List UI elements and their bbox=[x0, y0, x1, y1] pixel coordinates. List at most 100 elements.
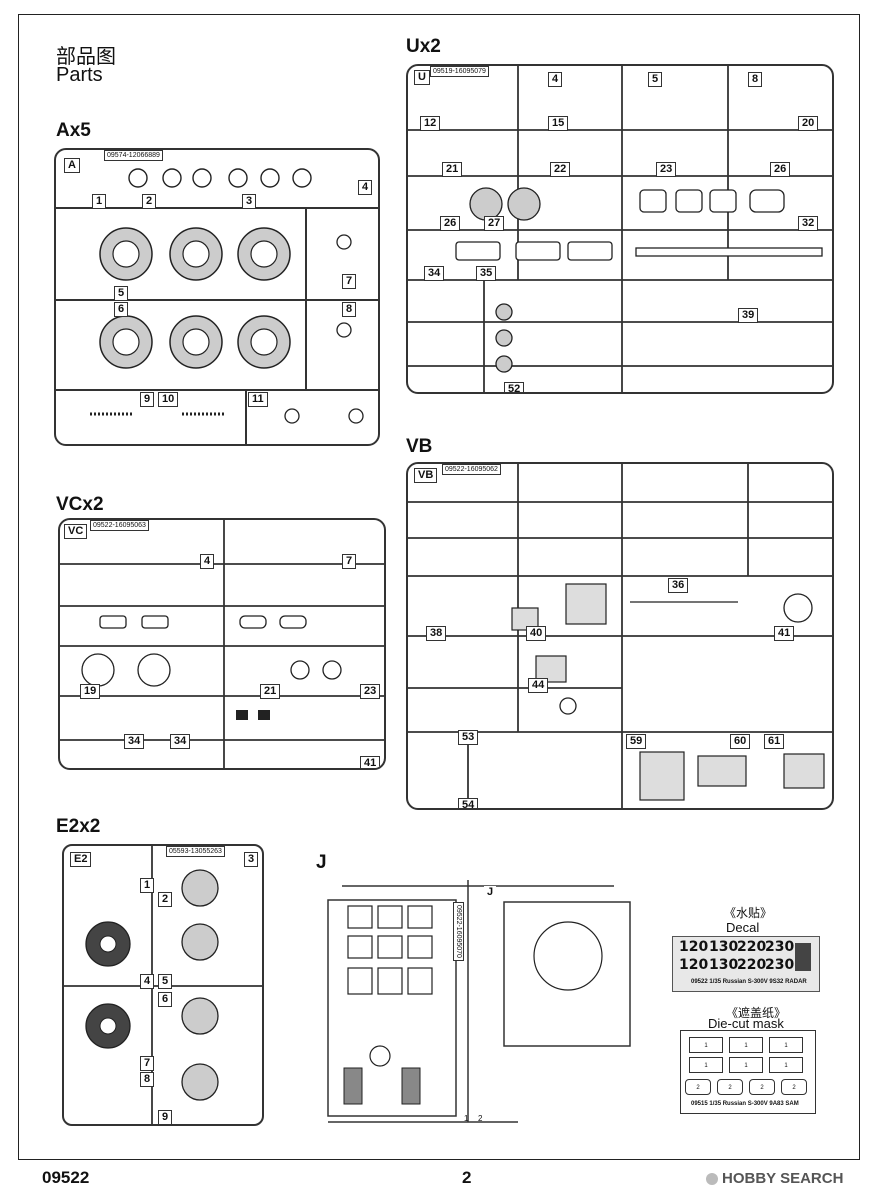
sprue-j-drawing bbox=[327, 880, 631, 1123]
mask-sheet: 1 1 1 1 1 1 2 2 2 2 09515 1/35 Russian S… bbox=[680, 1030, 816, 1114]
part-label: 8 bbox=[342, 302, 357, 317]
sprue-vb-code: 09522-16095062 bbox=[442, 464, 501, 475]
sprue-vc-drawing bbox=[60, 520, 384, 768]
part-label: 7 bbox=[140, 1056, 155, 1071]
mask-cell: 1 bbox=[729, 1037, 763, 1053]
section-title-u: Ux2 bbox=[406, 36, 441, 57]
decal-number: 120 bbox=[679, 957, 709, 973]
mask-cell: 1 bbox=[689, 1037, 723, 1053]
part-label: 20 bbox=[798, 116, 819, 131]
part-label: 1 bbox=[92, 194, 107, 209]
mask-title-cn: 《遮盖纸》 bbox=[726, 1006, 787, 1020]
part-label: 5 bbox=[648, 72, 663, 87]
part-label: 38 bbox=[426, 626, 447, 641]
sprue-vb-tag: VB bbox=[414, 468, 438, 483]
part-label: 26 bbox=[770, 162, 791, 177]
part-label: 2 bbox=[478, 1114, 483, 1123]
sprue-e2: E2 05593-13055263 1 2 3 4 5 6 7 8 9 bbox=[62, 844, 264, 1126]
part-label: 21 bbox=[442, 162, 463, 177]
part-label: 5 bbox=[114, 286, 129, 301]
part-label: 34 bbox=[124, 734, 145, 749]
part-label: 23 bbox=[360, 684, 381, 699]
part-label: 1 bbox=[140, 878, 155, 893]
part-label: 23 bbox=[656, 162, 677, 177]
part-label: 34 bbox=[170, 734, 191, 749]
mask-cell: 1 bbox=[769, 1057, 803, 1073]
part-label: 4 bbox=[140, 974, 155, 989]
sprue-vb: VB 09522-16095062 38 40 36 41 44 53 54 5… bbox=[406, 462, 834, 810]
part-label: 36 bbox=[668, 578, 689, 593]
part-label: 52 bbox=[504, 382, 525, 392]
part-label: 4 bbox=[200, 554, 215, 569]
product-code: 09522 bbox=[42, 1168, 90, 1187]
sprue-u-drawing bbox=[408, 66, 832, 392]
sprue-a: A 09574-12066889 1 2 3 4 5 6 7 8 9 10 11 bbox=[54, 148, 380, 446]
decal-number: 130 bbox=[709, 939, 739, 955]
section-title-vb: VB bbox=[406, 436, 433, 457]
part-label: 3 bbox=[242, 194, 257, 209]
part-label: 12 bbox=[420, 116, 441, 131]
hobbysearch-logo-icon bbox=[706, 1172, 718, 1185]
sprue-vc: VC 09522-16095063 4 7 19 21 23 34 34 41 bbox=[58, 518, 386, 770]
part-label: 5 bbox=[158, 974, 173, 989]
decal-sheet: 120 130 220 230 120 130 220 230 09522 1/… bbox=[672, 936, 820, 992]
sprue-vc-code: 09522-16095063 bbox=[90, 520, 149, 531]
part-label: 39 bbox=[738, 308, 759, 323]
sprue-j-code: 09522-16095070 bbox=[453, 902, 464, 961]
part-label: 44 bbox=[528, 678, 549, 693]
decal-number: 130 bbox=[709, 957, 739, 973]
part-label: 41 bbox=[774, 626, 795, 641]
title-english: Parts bbox=[56, 64, 103, 86]
part-label: 32 bbox=[798, 216, 819, 231]
mask-title-en: Die-cut mask bbox=[708, 1016, 784, 1031]
part-label: 35 bbox=[476, 266, 497, 281]
sprue-e2-tag: E2 bbox=[70, 852, 92, 867]
section-title-vc: VCx2 bbox=[56, 494, 104, 515]
part-label: 10 bbox=[158, 392, 179, 407]
part-label: 59 bbox=[626, 734, 647, 749]
mask-cell: 2 bbox=[749, 1079, 775, 1095]
mask-cell: 1 bbox=[689, 1057, 723, 1073]
part-label: 40 bbox=[526, 626, 547, 641]
sprue-a-drawing bbox=[56, 168, 378, 444]
part-label: 9 bbox=[158, 1110, 173, 1124]
watermark: HOBBY SEARCH bbox=[706, 1170, 843, 1187]
section-title-j: J bbox=[316, 852, 327, 873]
part-label: 22 bbox=[550, 162, 571, 177]
mask-cell: 1 bbox=[729, 1057, 763, 1073]
part-label: 7 bbox=[342, 274, 357, 289]
part-label: 53 bbox=[458, 730, 479, 745]
part-label: 27 bbox=[484, 216, 505, 231]
part-label: 19 bbox=[80, 684, 101, 699]
sprue-vb-drawing bbox=[408, 464, 832, 808]
part-label: 60 bbox=[730, 734, 751, 749]
section-title-e2: E2x2 bbox=[56, 816, 101, 837]
part-label: 2 bbox=[142, 194, 157, 209]
part-label: 54 bbox=[458, 798, 479, 808]
sprue-a-code: 09574-12066889 bbox=[104, 150, 163, 161]
part-label: 4 bbox=[358, 180, 373, 195]
decal-caption: 09522 1/35 Russian S-300V 9S32 RADAR bbox=[691, 979, 807, 985]
part-label: 6 bbox=[158, 992, 173, 1007]
part-label: 34 bbox=[424, 266, 445, 281]
sprue-u: U 09519-16095079 4 5 8 12 15 20 21 22 23… bbox=[406, 64, 834, 394]
part-label: 41 bbox=[360, 756, 381, 768]
decal-number: 220 bbox=[737, 957, 767, 973]
title-chinese: 部品图 bbox=[56, 44, 116, 68]
decal-title-en: Decal bbox=[726, 920, 760, 935]
part-label: 8 bbox=[140, 1072, 155, 1087]
part-label: 6 bbox=[114, 302, 129, 317]
page-frame bbox=[18, 14, 860, 1160]
mask-cell: 2 bbox=[781, 1079, 807, 1095]
part-label: 21 bbox=[260, 684, 281, 699]
part-label: 4 bbox=[548, 72, 563, 87]
sprue-u-tag: U bbox=[414, 70, 430, 85]
sprue-j: 09522-16095070 J 1 2 bbox=[318, 876, 634, 1130]
decal-number: 230 bbox=[765, 939, 795, 955]
part-label: 1 bbox=[464, 1114, 469, 1123]
sprue-e2-code: 05593-13055263 bbox=[166, 846, 225, 857]
decal-marking-icon bbox=[795, 943, 811, 971]
sprue-u-code: 09519-16095079 bbox=[430, 66, 489, 77]
mask-caption: 09515 1/35 Russian S-300V 9A83 SAM bbox=[691, 1101, 799, 1107]
part-label: 9 bbox=[140, 392, 155, 407]
